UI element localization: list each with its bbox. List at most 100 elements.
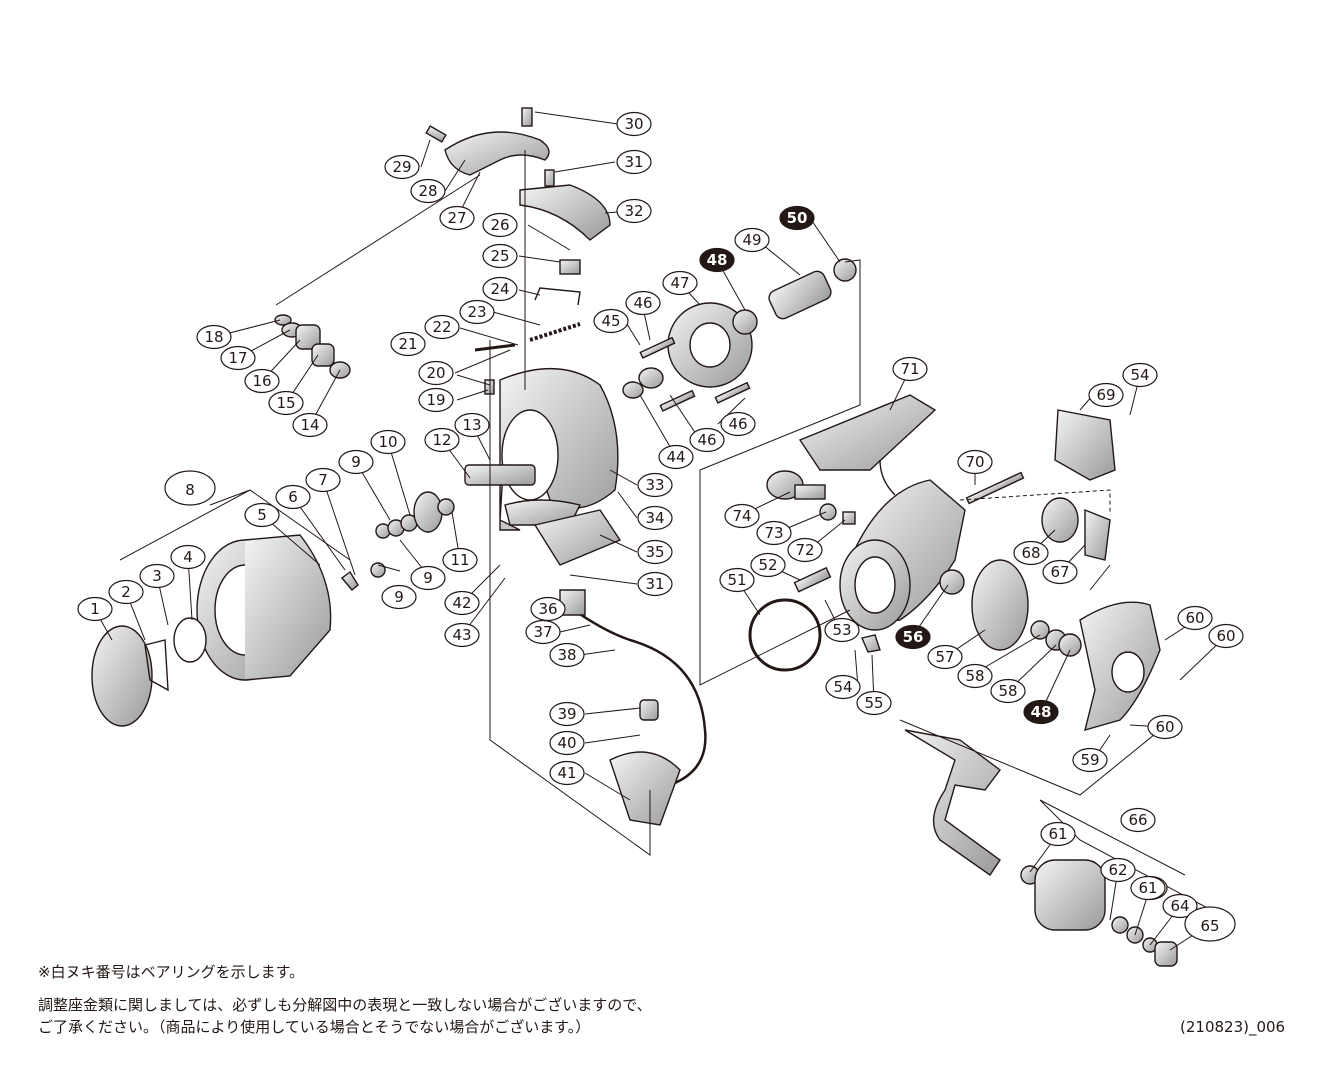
part-number-label: 50 (787, 209, 808, 227)
part-callout-bubble (779, 205, 815, 231)
part-number-label: 33 (645, 476, 664, 494)
part-number-label: 73 (764, 524, 783, 542)
part-callout-bubble (170, 544, 206, 570)
part-callout-56: 56 (895, 624, 931, 650)
part-callout-15: 15 (268, 390, 304, 416)
part-callout-bubble (442, 547, 478, 573)
part-number-label: 52 (758, 556, 777, 574)
part-number-label: 5 (257, 506, 267, 524)
part-callout-1: 1 (77, 596, 113, 622)
part-callout-18: 18 (196, 324, 232, 350)
part-number-label: 2 (121, 583, 131, 601)
part-number-label: 56 (903, 628, 924, 646)
diagram-code: (210823)_006 (1180, 1018, 1286, 1036)
part-callout-31: 31 (616, 149, 652, 175)
part-callout-29: 29 (384, 154, 420, 180)
part-number-label: 12 (432, 431, 451, 449)
part-callout-bubble (616, 111, 652, 137)
part-number-label: 66 (1128, 811, 1147, 829)
part-callout-bubble (1130, 875, 1166, 901)
part-callout-bubble (1023, 699, 1059, 725)
part-callout-bubble (525, 619, 561, 645)
part-callout-2: 2 (108, 579, 144, 605)
part-callout-bubble (756, 520, 792, 546)
spool-drag-knob-drawing (91, 625, 153, 727)
part-number-label: 64 (1170, 897, 1189, 915)
part-callout-bubble (220, 345, 256, 371)
part-callout-bubble (418, 387, 454, 413)
part-callout-bubble (927, 644, 963, 670)
part-callout-bubble (637, 539, 673, 565)
part-number-label: 49 (742, 231, 761, 249)
part-callout-53: 53 (824, 617, 860, 643)
part-number-label: 37 (533, 623, 552, 641)
part-callout-17: 17 (220, 345, 256, 371)
part-number-label: 16 (252, 372, 271, 390)
part-callout-52: 52 (750, 552, 786, 578)
part-number-label: 61 (1138, 879, 1157, 897)
shim-note-line2: ご了承ください。（商品により使用している場合とそうでない場合がございます。） (38, 1018, 591, 1036)
part-callout-bubble (892, 356, 928, 382)
part-number-label: 4 (183, 548, 193, 566)
part-number-label: 30 (624, 115, 643, 133)
part-number-label: 45 (601, 312, 620, 330)
part-number-label: 60 (1185, 609, 1204, 627)
part-callout-50: 50 (779, 205, 815, 231)
part-callout-67: 67 (1042, 559, 1078, 585)
part-callout-9-repeat: 9 (381, 584, 417, 610)
shim-note-line1: 調整座金類に関しましては、必ずしも分解図中の表現と一致しない場合がございますので… (38, 996, 652, 1014)
part-callout-bubble (1208, 623, 1244, 649)
part-callout-bubble (454, 412, 490, 438)
part-callout-41: 41 (549, 760, 585, 786)
part-number-label: 34 (645, 509, 664, 527)
part-callout-bubble (637, 571, 673, 597)
part-number-label: 3 (152, 567, 162, 585)
part-number-label: 61 (1048, 825, 1067, 843)
part-callout-bubble (957, 663, 993, 689)
part-callout-11: 11 (442, 547, 478, 573)
part-callout-bubble (424, 314, 460, 340)
part-number-label: 65 (1200, 917, 1219, 935)
part-callout-bubble (719, 567, 755, 593)
handle-drawing (904, 729, 1001, 876)
part-callout-bubble (381, 584, 417, 610)
part-number-label: 15 (276, 394, 295, 412)
part-callout-bubble (444, 590, 480, 616)
part-number-label: 7 (318, 471, 328, 489)
part-callout-27: 27 (439, 205, 475, 231)
part-callout-bubble (957, 449, 993, 475)
part-callout-bubble (549, 701, 585, 727)
part-callout-58-repeat: 58 (990, 678, 1026, 704)
part-callout-bubble (637, 505, 673, 531)
part-callout-30: 30 (616, 111, 652, 137)
part-number-label: 13 (462, 416, 481, 434)
part-number-label: 60 (1155, 718, 1174, 736)
part-callout-bubble (370, 429, 406, 455)
part-number-label: 46 (728, 415, 747, 433)
part-number-label: 21 (398, 335, 417, 353)
part-number-label: 27 (447, 209, 466, 227)
part-number-label: 68 (1021, 544, 1040, 562)
part-callout-bubble (139, 563, 175, 589)
part-callout-bubble (990, 678, 1026, 704)
part-callout-bubble (699, 247, 735, 273)
part-callout-bubble (593, 308, 629, 334)
part-callout-48: 48 (699, 247, 735, 273)
part-callout-bubble (77, 596, 113, 622)
part-number-label: 59 (1080, 751, 1099, 769)
part-number-label: 28 (418, 182, 437, 200)
part-number-label: 9 (351, 453, 361, 471)
part-number-label: 47 (670, 274, 689, 292)
bearing-note: ※白ヌキ番号はベアリングを示します。 (38, 963, 305, 981)
part-callout-48-repeat: 48 (1023, 699, 1059, 725)
part-callout-bubble (734, 227, 770, 253)
part-callout-bubble (196, 324, 232, 350)
part-callout-60-repeat: 60 (1147, 714, 1183, 740)
part-number-label: 25 (490, 247, 509, 265)
part-number-label: 26 (490, 216, 509, 234)
part-callout-71: 71 (892, 356, 928, 382)
part-callout-bubble (410, 178, 446, 204)
part-number-label: 10 (378, 433, 397, 451)
part-number-label: 35 (645, 543, 664, 561)
part-number-label: 67 (1050, 563, 1069, 581)
